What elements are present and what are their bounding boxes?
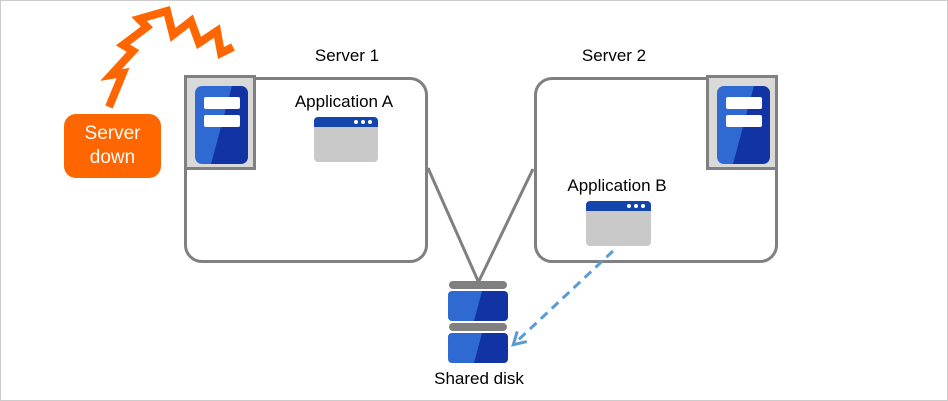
tower-slot [204,97,240,109]
tower-slot [726,115,762,127]
tower-slot [204,115,240,127]
server2-to-disk-line [477,168,535,283]
disk-unit [448,291,508,321]
tower-body [195,86,248,164]
disk-cap [449,281,507,289]
explosion-icon [100,6,235,109]
server-down-label: Server down [84,123,141,168]
appb-to-disk-arrow [511,249,615,347]
application-a-label: Application A [294,92,394,111]
server-down-badge: Server down [64,114,161,178]
server1-to-disk-line [426,167,480,283]
server2-title: Server 2 [581,46,647,65]
window-dots [641,204,645,208]
window-dots [368,120,372,124]
disk-cap [449,323,507,331]
server1-tower-icon [184,75,256,170]
shared-disk-label: Shared disk [434,369,524,388]
application-a-window-icon [314,117,378,162]
application-b-label: Application B [567,176,667,195]
explosion-zigzag [100,6,235,109]
server1-title: Server 1 [314,46,380,65]
disk-unit [448,333,508,363]
application-b-window-icon [586,201,651,246]
server2-tower-icon [706,75,778,170]
shared-disk-icon [448,281,508,363]
window-titlebar [586,201,651,211]
tower-body [717,86,770,164]
tower-slot [726,97,762,109]
window-titlebar [314,117,378,127]
